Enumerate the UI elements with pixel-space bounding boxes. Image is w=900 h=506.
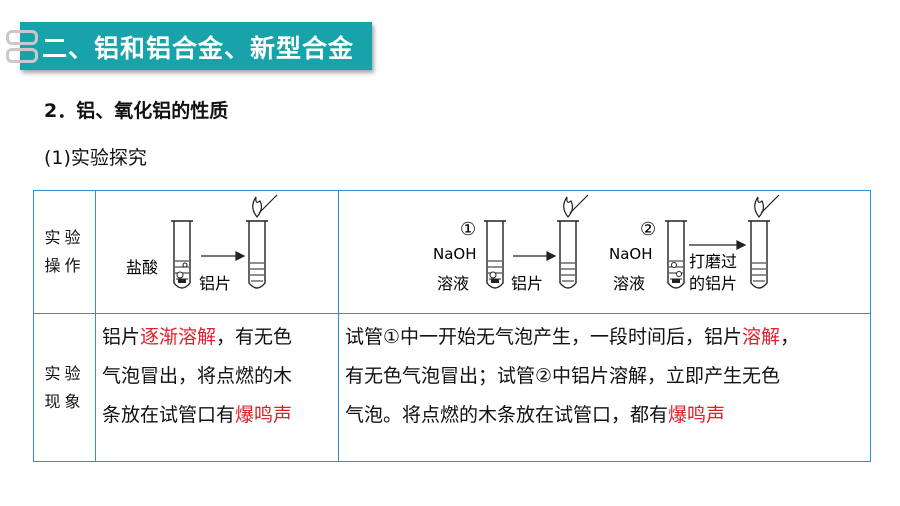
liquid-icon xyxy=(561,262,575,282)
row-header-line: 实验 xyxy=(44,228,85,247)
phenomenon-line: 有无色气泡冒出；试管②中铝片溶解，立即产生无色 xyxy=(345,365,781,387)
flame-icon xyxy=(563,196,574,218)
reagent-label: NaOH xyxy=(433,245,477,263)
section-banner: 二、铝和铝合金、新型合金 xyxy=(20,22,372,70)
tube-number: ① xyxy=(460,219,476,240)
bubble-icon xyxy=(182,262,188,268)
reagent-label: NaOH xyxy=(609,245,653,263)
phenomenon-line: 试管①中一开始无气泡产生，一段时间后，铝片溶解， xyxy=(345,326,800,348)
metal-label: 的铝片 xyxy=(689,274,737,293)
row-header-line: 实验 xyxy=(44,363,85,383)
reagent-label: 溶液 xyxy=(437,274,469,293)
test-tube-icon xyxy=(171,220,193,289)
row-header-line: 现象 xyxy=(44,391,85,411)
bubble-icon xyxy=(676,271,682,277)
binder-ring-icon xyxy=(6,48,38,63)
row-header-phenomenon: 实验 现象 xyxy=(33,313,96,462)
test-tube-icon xyxy=(665,220,687,289)
arrow-icon xyxy=(689,240,747,250)
test-tube-icon xyxy=(748,220,770,289)
wooden-splint-icon xyxy=(760,194,780,214)
aluminum-piece-icon xyxy=(672,279,680,283)
liquid-icon xyxy=(250,262,264,282)
bubble-icon xyxy=(489,271,497,279)
bubble-icon xyxy=(176,271,184,279)
operation-cell-1: 盐酸 铝片 xyxy=(95,190,339,314)
operation-cell-2: ① NaOH 溶液 铝片 xyxy=(338,190,871,314)
phenomenon-cell-1: 铝片逐渐溶解，有无色 气泡冒出，将点燃的木 条放在试管口有爆鸣声 xyxy=(95,313,339,462)
test-tube-icon xyxy=(557,220,579,289)
phenomenon-line: 铝片逐渐溶解，有无色 xyxy=(102,326,293,348)
liquid-icon xyxy=(752,262,766,282)
phenomenon-line: 气泡。将点燃的木条放在试管口，都有爆鸣声 xyxy=(345,404,726,426)
test-tube-icon xyxy=(484,220,506,289)
subsection-heading: 2．铝、氧化铝的性质 xyxy=(44,100,229,122)
wooden-splint-icon xyxy=(258,194,278,214)
binder-ring-icon xyxy=(6,30,38,45)
row-header-line: 操作 xyxy=(44,256,85,275)
arrow-icon xyxy=(201,251,246,261)
test-tube-icon xyxy=(246,220,268,289)
metal-label: 铝片 xyxy=(511,274,543,293)
flame-icon xyxy=(754,196,765,218)
metal-label: 打磨过 xyxy=(689,252,737,271)
metal-label: 铝片 xyxy=(199,274,231,293)
flame-icon xyxy=(252,196,263,218)
operation-diagram-1: 盐酸 铝片 xyxy=(126,194,278,293)
operation-diagram-2: ① NaOH 溶液 铝片 xyxy=(433,194,780,293)
reagent-label: 溶液 xyxy=(613,274,645,293)
phenomenon-line: 气泡冒出，将点燃的木 xyxy=(102,365,293,387)
phenomenon-line: 条放在试管口有爆鸣声 xyxy=(102,404,293,426)
reagent-label: 盐酸 xyxy=(126,258,158,277)
phenomenon-cell-2: 试管①中一开始无气泡产生，一段时间后，铝片溶解， 有无色气泡冒出；试管②中铝片溶… xyxy=(338,313,871,462)
aluminum-piece-icon xyxy=(491,279,499,283)
row-header-operation: 实验 操作 xyxy=(33,190,96,314)
sub-subsection-heading: (1)实验探究 xyxy=(44,147,147,169)
wooden-splint-icon xyxy=(569,194,589,214)
section-title: 二、铝和铝合金、新型合金 xyxy=(42,34,355,63)
arrow-icon xyxy=(513,251,557,261)
aluminum-piece-icon xyxy=(178,279,186,283)
tube-number: ② xyxy=(640,219,656,240)
bubble-icon xyxy=(671,262,677,268)
experiment-table: 实验 操作 xyxy=(33,190,871,462)
